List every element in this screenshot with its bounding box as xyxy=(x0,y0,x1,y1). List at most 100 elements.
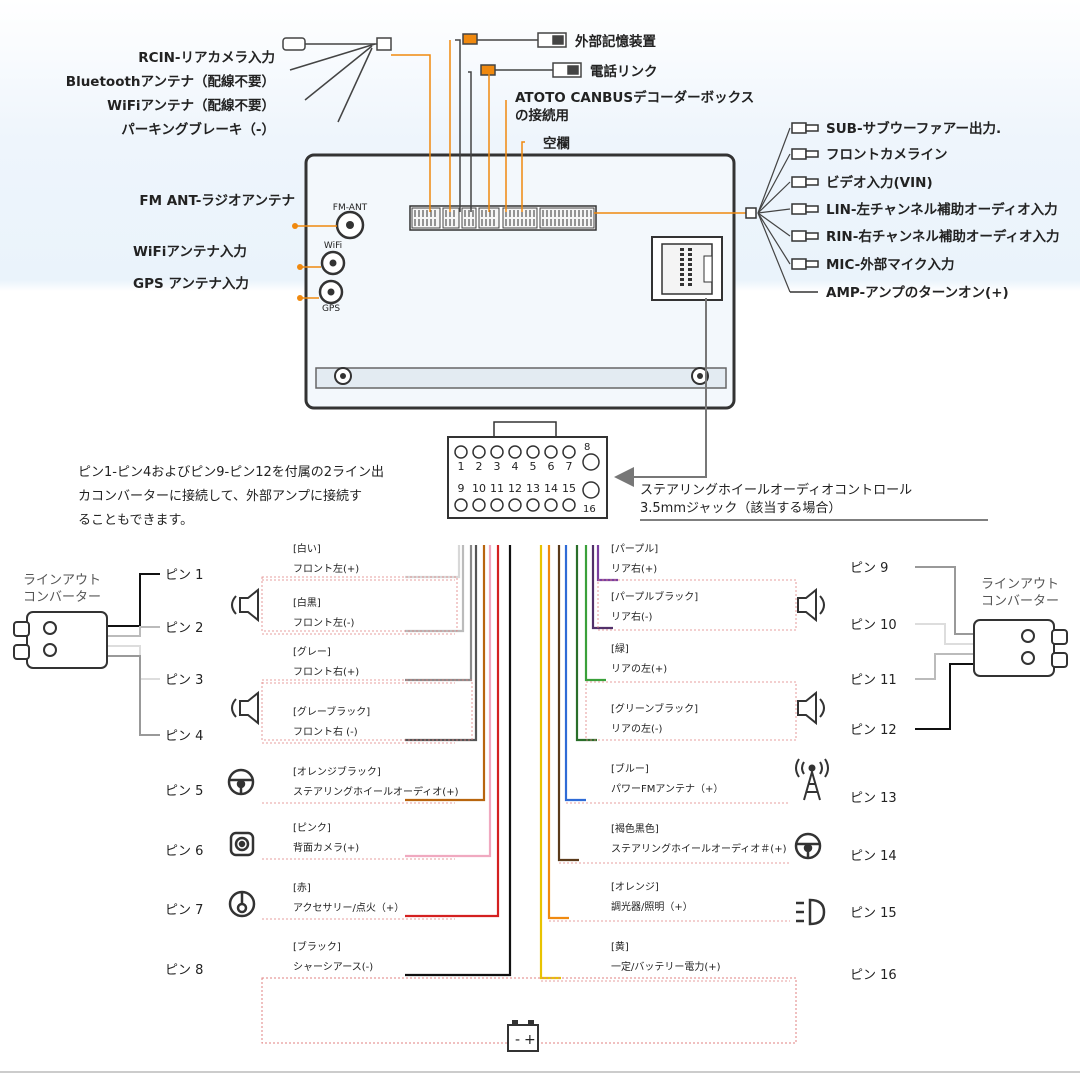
connector-pin xyxy=(472,445,486,459)
steering-jack-label-2: 3.5mmジャック（該当する場合） xyxy=(640,500,841,516)
connector-pin-number: 9 xyxy=(458,482,465,495)
steering-jack-arrow xyxy=(614,298,707,487)
connector-pin xyxy=(526,498,540,512)
wire-color-name: [ブルー] xyxy=(611,762,649,775)
connector-pin-number: 12 xyxy=(508,482,522,495)
wire-pin-13 xyxy=(564,545,586,802)
speaker-icon xyxy=(797,690,825,726)
wire-function: リア右(-) xyxy=(611,610,653,623)
right-label-6: AMP-アンプのターンオン(+) xyxy=(826,285,1009,301)
wire-function: フロント右(+) xyxy=(293,665,359,678)
connector-pin-number: 15 xyxy=(562,482,576,495)
right-converter-label-2: コンバーター xyxy=(981,594,1059,609)
wire-color-name: [オレンジブラック] xyxy=(293,765,381,778)
pin-label: ピン 6 xyxy=(165,844,203,859)
pin-label: ピン 3 xyxy=(165,673,203,688)
label-wifi-antenna: WiFiアンテナ（配線不要） xyxy=(107,97,275,114)
rca-plug-icon xyxy=(791,258,819,270)
connector-pin xyxy=(526,445,540,459)
wire-function: フロント左(-) xyxy=(293,616,355,629)
wire-function: ステアリングホイールオーディオ＃(+) xyxy=(611,842,787,855)
wire-color-name: [白い] xyxy=(293,542,321,555)
steering-jack-label-1: ステアリングホイールオーディオコントロール xyxy=(640,482,912,498)
connector-pin xyxy=(490,498,504,512)
wifi-mark: WiFi xyxy=(324,241,342,251)
speaker-icon xyxy=(231,690,259,726)
note-text: ピン1-ピン4およびピン9-ピン12を付属の2ライン出 カコンバーターに接続して… xyxy=(78,465,384,528)
right-label-2: ビデオ入力(VIN) xyxy=(826,174,933,191)
pin-label: ピン 15 xyxy=(850,906,897,921)
connector-pin xyxy=(454,445,468,459)
wire-function: 背面カメラ(+) xyxy=(293,841,359,854)
wire-pin-7 xyxy=(405,545,500,918)
wire-pin-11 xyxy=(584,545,606,682)
wire-color-name: [ブラック] xyxy=(293,940,341,953)
right-line-out-converter: ラインアウト コンバーター xyxy=(973,577,1068,677)
left-converter-label-2: コンバーター xyxy=(23,590,101,605)
connector-pin-number: 16 xyxy=(583,504,596,515)
wire-function: リア右(+) xyxy=(611,562,657,575)
connector-pin-number: 3 xyxy=(494,460,501,473)
power-socket xyxy=(651,236,723,301)
label-canbus-2: の接続用 xyxy=(515,107,569,124)
head-unit: FM-ANT WiFi GPS xyxy=(304,153,736,410)
ignition-key-icon xyxy=(228,890,256,918)
connector-pin xyxy=(544,498,558,512)
label-rcin: RCIN-リアカメラ入力 xyxy=(138,49,275,66)
gps-mark: GPS xyxy=(322,304,340,314)
speaker-icon xyxy=(797,587,825,623)
connector-pin-number: 2 xyxy=(476,460,483,473)
wire-color-name: [ピンク] xyxy=(293,822,331,834)
connector-pin-number: 7 xyxy=(566,460,573,473)
steering-wheel-icon xyxy=(794,832,822,860)
right-label-1: フロントカメライン xyxy=(826,147,948,163)
wire-color-name: [褐色黒色] xyxy=(611,822,659,835)
label-blank: 空欄 xyxy=(543,135,570,152)
wire-pin-5 xyxy=(405,545,486,802)
wire-function: 調光器/照明（+） xyxy=(611,900,693,913)
wire-color-name: [パープルブラック] xyxy=(611,590,698,603)
wire-function: フロント右 (-) xyxy=(293,725,358,738)
wire-function: パワーFMアンテナ（+） xyxy=(611,783,723,795)
pin-label: ピン 11 xyxy=(850,673,897,688)
pin-label: ピン 16 xyxy=(850,968,897,983)
connector-pin-number: 14 xyxy=(544,482,558,495)
pin-label: ピン 14 xyxy=(850,849,897,864)
right-label-3: LIN-左チャンネル補助オーディオ入力 xyxy=(826,201,1058,218)
label-ext-storage: 外部記憶装置 xyxy=(575,33,656,50)
wire-function: 一定/バッテリー電力(+) xyxy=(611,960,721,973)
rca-plug-icon xyxy=(791,230,819,242)
pin-label: ピン 10 xyxy=(850,618,897,633)
label-fm-antenna: FM ANT-ラジオアンテナ xyxy=(139,193,295,209)
wire-function: リアの左(+) xyxy=(611,662,667,675)
wire-color-name: [赤] xyxy=(293,882,311,894)
svg-text:+: + xyxy=(524,1032,536,1048)
steering-wheel-icon xyxy=(227,768,255,796)
connector-pin-number: 10 xyxy=(472,482,486,495)
label-canbus: ATOTO CANBUSデコーダーボックス xyxy=(515,89,754,106)
right-label-5: MIC-外部マイク入力 xyxy=(826,256,955,273)
connector-pin xyxy=(508,498,522,512)
pin-label: ピン 9 xyxy=(850,561,888,576)
av-cable-fan xyxy=(757,127,791,293)
connector-pin-number: 11 xyxy=(490,482,504,495)
left-converter-label-1: ラインアウト xyxy=(23,573,101,588)
wire-color-name: [緑] xyxy=(611,642,629,655)
pin-label: ピン 5 xyxy=(165,784,203,799)
connector-pin xyxy=(544,445,558,459)
wire-function: シャーシアース(-) xyxy=(293,962,373,973)
right-label-0: SUB-サブウーファアー出力. xyxy=(826,120,1001,137)
connector-pin-number: 4 xyxy=(512,460,519,473)
rca-plug-icon xyxy=(791,176,819,188)
pin-label: ピン 12 xyxy=(850,723,897,738)
wire-function: フロント左(+) xyxy=(293,562,359,575)
wire-color-name: [パープル] xyxy=(611,543,658,555)
label-wifi-input: WiFiアンテナ入力 xyxy=(133,243,247,260)
connector-pin xyxy=(490,445,504,459)
left-line-out-converter: ラインアウト コンバーター xyxy=(13,573,108,669)
connector-pin xyxy=(562,498,576,512)
connector-pin-number: 5 xyxy=(530,460,537,473)
wire-pin-4 xyxy=(405,545,478,742)
connector-pin-number: 13 xyxy=(526,482,540,495)
